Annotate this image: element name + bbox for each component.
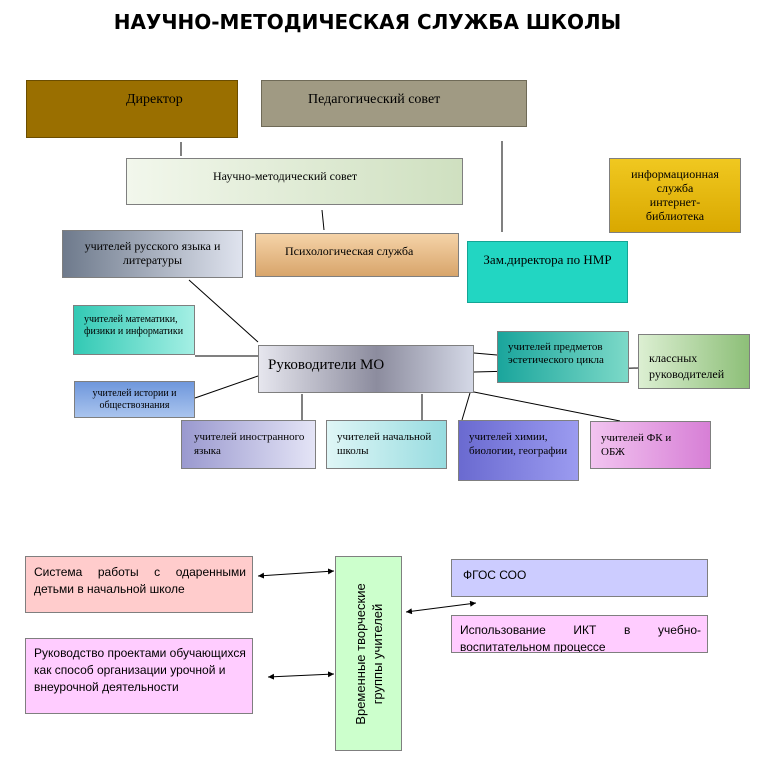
pe-teachers-box: учителей ФК и ОБЖ <box>590 421 711 469</box>
line-history-heads <box>194 375 259 399</box>
primary-school-teachers-box: учителей начальной школы <box>326 420 447 469</box>
scientific-methodical-council-box: Научно-методический совет <box>126 158 463 205</box>
line-heads-aesthetic <box>473 352 498 356</box>
arrow-gifted-groups <box>257 568 335 579</box>
project-management-box: Руководство проектами обучающихся как сп… <box>25 638 253 714</box>
director-box: Директор <box>26 80 238 138</box>
temporary-creative-groups-box: Временные творческие группы учителей <box>335 556 402 751</box>
gifted-children-box: Система работы с одаренными детьми в нач… <box>25 556 253 613</box>
info-service-box: информационная служба интернет-библиотек… <box>609 158 741 233</box>
line-heads-pe <box>473 391 621 422</box>
line-nms-psych <box>321 209 325 231</box>
math-teachers-box: учителей математики, физики и информатик… <box>73 305 195 355</box>
pedagogical-council-box: Педагогический совет <box>261 80 527 127</box>
fgos-box: ФГОС СОО <box>451 559 708 597</box>
line-heads-chem <box>461 392 471 421</box>
chemistry-biology-teachers-box: учителей химии, биологии, географии <box>458 420 579 481</box>
foreign-language-teachers-box: учителей иностранного языка <box>181 420 316 469</box>
arrow-groups-ikt <box>405 600 477 615</box>
class-heads-box: классных руководителей <box>638 334 750 389</box>
ict-usage-box: Использование ИКТ в учебно-воспитательно… <box>451 615 708 653</box>
arrow-projects-groups <box>267 671 335 680</box>
deputy-director-box: Зам.директора по НМР <box>467 241 628 303</box>
mo-heads-box: Руководители МО <box>258 345 474 393</box>
history-teachers-box: учителей истории и обществознания <box>74 381 195 418</box>
aesthetic-teachers-box: учителей предметов эстетического цикла <box>497 331 629 383</box>
diagram-title: НАУЧНО-МЕТОДИЧЕСКАЯ СЛУЖБА ШКОЛЫ <box>113 10 622 34</box>
russian-teachers-box: учителей русского языка и литературы <box>62 230 243 278</box>
psychological-service-box: Психологическая служба <box>255 233 459 277</box>
line-russian-heads <box>188 279 259 343</box>
